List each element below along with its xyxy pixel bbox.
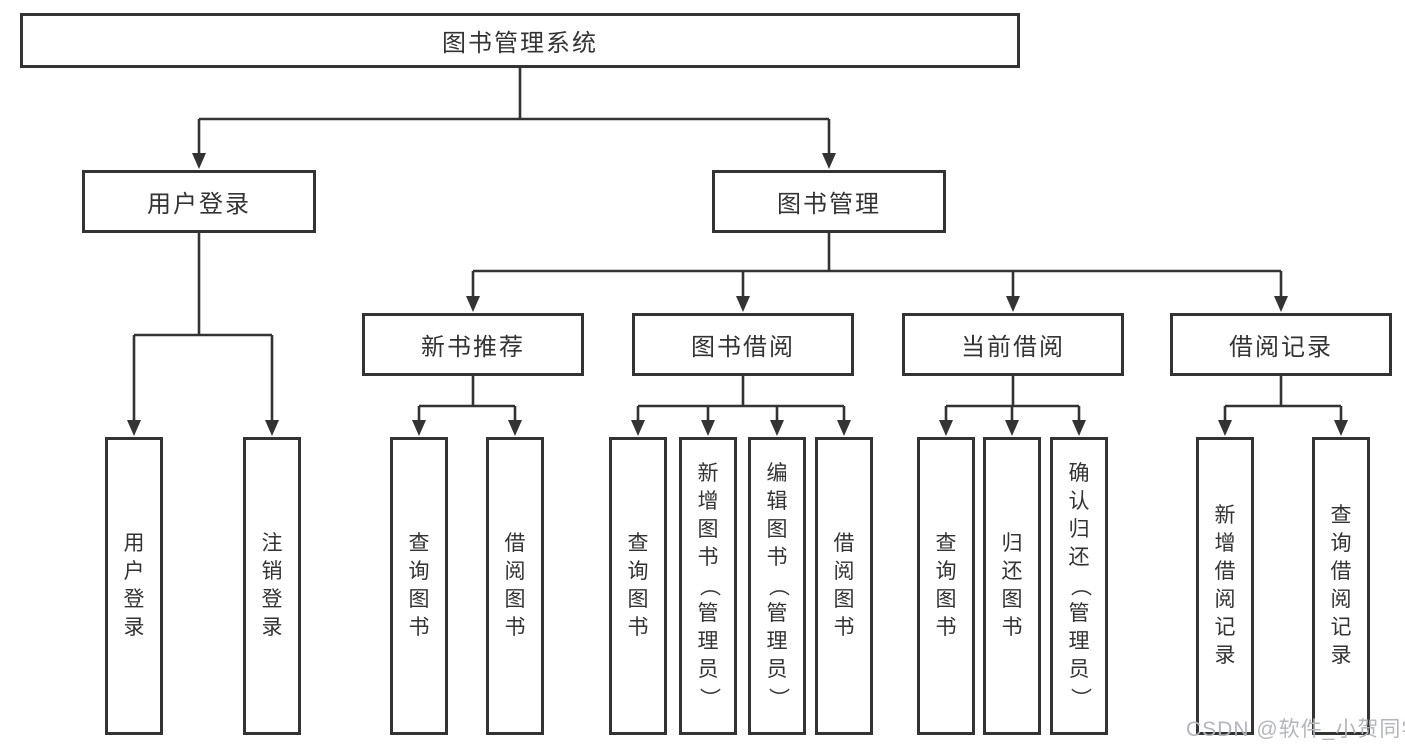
- node-label: 新增借阅记录: [1214, 504, 1236, 667]
- csdn-watermark: CSDN @软件_小贺同学: [1186, 718, 1405, 741]
- node-label: 查询图书: [627, 532, 649, 639]
- node-book-management: 图书管理: [712, 170, 946, 233]
- node-borrowing-records: 借阅记录: [1170, 313, 1392, 376]
- node-label: 图书管理系统: [442, 30, 598, 57]
- leaf-edit-books-admin: 编辑图书（管理员）: [748, 437, 806, 735]
- leaf-logout: 注销登录: [243, 437, 301, 735]
- node-label: 图书借阅: [691, 334, 795, 361]
- leaf-query-books-borrowing: 查询图书: [609, 437, 667, 735]
- node-library-management-system: 图书管理系统: [20, 13, 1020, 68]
- node-label: 用户登录: [123, 532, 145, 639]
- node-label: 新增图书（管理员）: [697, 462, 720, 709]
- node-new-book-recommendation: 新书推荐: [362, 313, 584, 376]
- leaf-add-borrow-record: 新增借阅记录: [1196, 437, 1254, 735]
- node-user-login: 用户登录: [82, 170, 316, 233]
- node-label: 新书推荐: [421, 334, 525, 361]
- leaf-user-login: 用户登录: [105, 437, 163, 735]
- leaf-query-borrow-record: 查询借阅记录: [1312, 437, 1370, 735]
- node-label: 确认归还（管理员）: [1068, 462, 1091, 709]
- leaf-borrow-books: 借阅图书: [815, 437, 873, 735]
- leaf-confirm-return-admin: 确认归还（管理员）: [1050, 437, 1108, 735]
- node-label: 图书管理: [777, 191, 881, 218]
- node-label: 注销登录: [261, 532, 283, 639]
- node-label: 当前借阅: [961, 334, 1065, 361]
- leaf-add-books-admin: 新增图书（管理员）: [679, 437, 737, 735]
- node-label: 用户登录: [147, 191, 251, 218]
- node-label: 归还图书: [1001, 532, 1023, 639]
- leaf-query-books-recommend: 查询图书: [390, 437, 448, 735]
- node-label: 查询图书: [408, 532, 430, 639]
- node-label: 查询图书: [935, 532, 957, 639]
- node-label: 借阅记录: [1229, 334, 1333, 361]
- node-label: 借阅图书: [833, 532, 855, 639]
- leaf-return-books: 归还图书: [983, 437, 1041, 735]
- leaf-query-books-current: 查询图书: [917, 437, 975, 735]
- node-book-borrowing: 图书借阅: [632, 313, 854, 376]
- node-label: 查询借阅记录: [1330, 504, 1352, 667]
- node-current-borrowing: 当前借阅: [902, 313, 1124, 376]
- node-label: 编辑图书（管理员）: [766, 462, 789, 709]
- leaf-borrow-books-recommend: 借阅图书: [486, 437, 544, 735]
- node-label: 借阅图书: [504, 532, 526, 639]
